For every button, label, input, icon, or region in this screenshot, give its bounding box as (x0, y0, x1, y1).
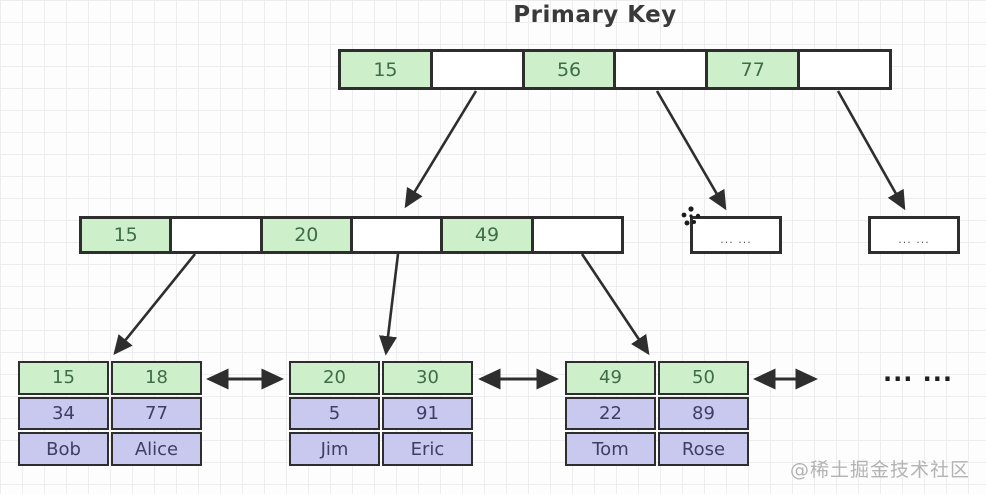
leaf-name-cell: Tom (565, 432, 656, 466)
move-cursor-icon (681, 206, 701, 226)
arrow-root-to-collapsed-2 (836, 90, 906, 211)
leaf-key-cell: 50 (658, 361, 749, 395)
pointer-cell (530, 219, 621, 251)
ellipsis-label: ... ... (720, 232, 752, 246)
leaf-name-cell: Rose (658, 432, 749, 466)
leaf-value-cell: 89 (658, 396, 749, 431)
collapsed-node-2: ... ... (868, 216, 960, 254)
leaf-name-cell: Eric (382, 432, 473, 466)
leaf-value-cell: 91 (382, 396, 473, 431)
key-cell: 20 (259, 219, 350, 251)
arrow-internal-to-leaf-2 (378, 253, 400, 356)
leaf-value-cell: 22 (565, 396, 656, 431)
diagram-title: Primary Key (513, 2, 677, 28)
arrow-root-to-internal (404, 90, 478, 209)
leaf-value-cell: 5 (289, 396, 380, 431)
collapsed-node-1: ... ... (690, 216, 782, 254)
arrow-internal-to-leaf-1 (113, 253, 197, 356)
leaf-key-cell: 20 (289, 361, 380, 395)
leaf-key-cell: 30 (382, 361, 473, 395)
pointer-cell (169, 219, 260, 251)
pointer-cell (613, 52, 706, 87)
pointer-cell (429, 52, 522, 87)
leaf-node-2: 20 30 5 91 Jim Eric (289, 361, 473, 466)
leaf-name-cell: Alice (111, 432, 202, 466)
ellipsis-label: ... ... (898, 232, 930, 246)
leaf-key-cell: 49 (565, 361, 656, 395)
leaf-key-cell: 15 (18, 361, 109, 395)
watermark: @稀土掘金技术社区 (789, 459, 970, 481)
leaf-name-cell: Jim (289, 432, 380, 466)
key-cell: 77 (705, 52, 798, 87)
key-cell: 15 (341, 52, 430, 87)
leaf-name-cell: Bob (18, 432, 109, 466)
more-leaves-ellipsis: ... ... (882, 359, 954, 387)
arrow-root-to-collapsed-1 (655, 90, 727, 211)
leaf-value-cell: 77 (111, 396, 202, 431)
leaf-node-1: 15 18 34 77 Bob Alice (18, 361, 202, 466)
key-cell: 56 (521, 52, 614, 87)
root-index-node: 15 56 77 (338, 49, 892, 90)
arrow-internal-to-leaf-3 (580, 253, 650, 356)
pointer-cell (349, 219, 441, 251)
leaf-key-cell: 18 (111, 361, 202, 395)
key-cell: 15 (82, 219, 170, 251)
key-cell: 49 (440, 219, 531, 251)
internal-index-node: 15 20 49 (79, 216, 624, 254)
leaf-node-3: 49 50 22 89 Tom Rose (565, 361, 749, 466)
pointer-cell (797, 52, 889, 87)
leaf-value-cell: 34 (18, 396, 109, 431)
